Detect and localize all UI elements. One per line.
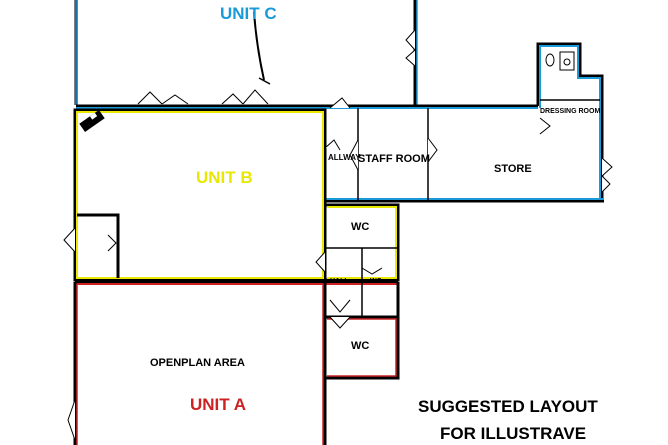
wc-lower-label: WC	[351, 340, 369, 352]
wc-upper-label: WC	[351, 221, 369, 233]
hallway-label: ALLWAY	[328, 153, 361, 162]
unit-c-label: UNIT C	[220, 4, 277, 23]
note-line-1: SUGGESTED LAYOUT	[418, 397, 598, 416]
unit-a-doors	[67, 299, 351, 441]
unit-c-boundary-curve	[253, 11, 265, 81]
unit-b-label: UNIT B	[196, 168, 253, 187]
toilet-icon	[545, 51, 575, 71]
speaker-icon	[79, 110, 105, 132]
unit-c-boundary-tick	[258, 77, 271, 85]
rear-rooms	[324, 99, 600, 200]
staff-room-label: STAFF ROOM	[358, 153, 430, 165]
note-line-2: FOR ILLUSTRAVE	[440, 424, 586, 443]
unit-a-outline	[73, 280, 400, 445]
wc-small-label: WC	[370, 278, 382, 285]
store-label: STORE	[494, 163, 532, 175]
dressing-room-label: DRESSING ROOM	[540, 108, 600, 115]
unit-c-doors	[137, 29, 613, 193]
openplan-label: OPENPLAN AREA	[150, 357, 245, 369]
unit-b-outline	[73, 108, 400, 282]
unit-a-label: UNIT A	[190, 395, 246, 414]
hall-small-label: HALL	[330, 278, 349, 285]
unit-b-doors	[63, 227, 383, 275]
